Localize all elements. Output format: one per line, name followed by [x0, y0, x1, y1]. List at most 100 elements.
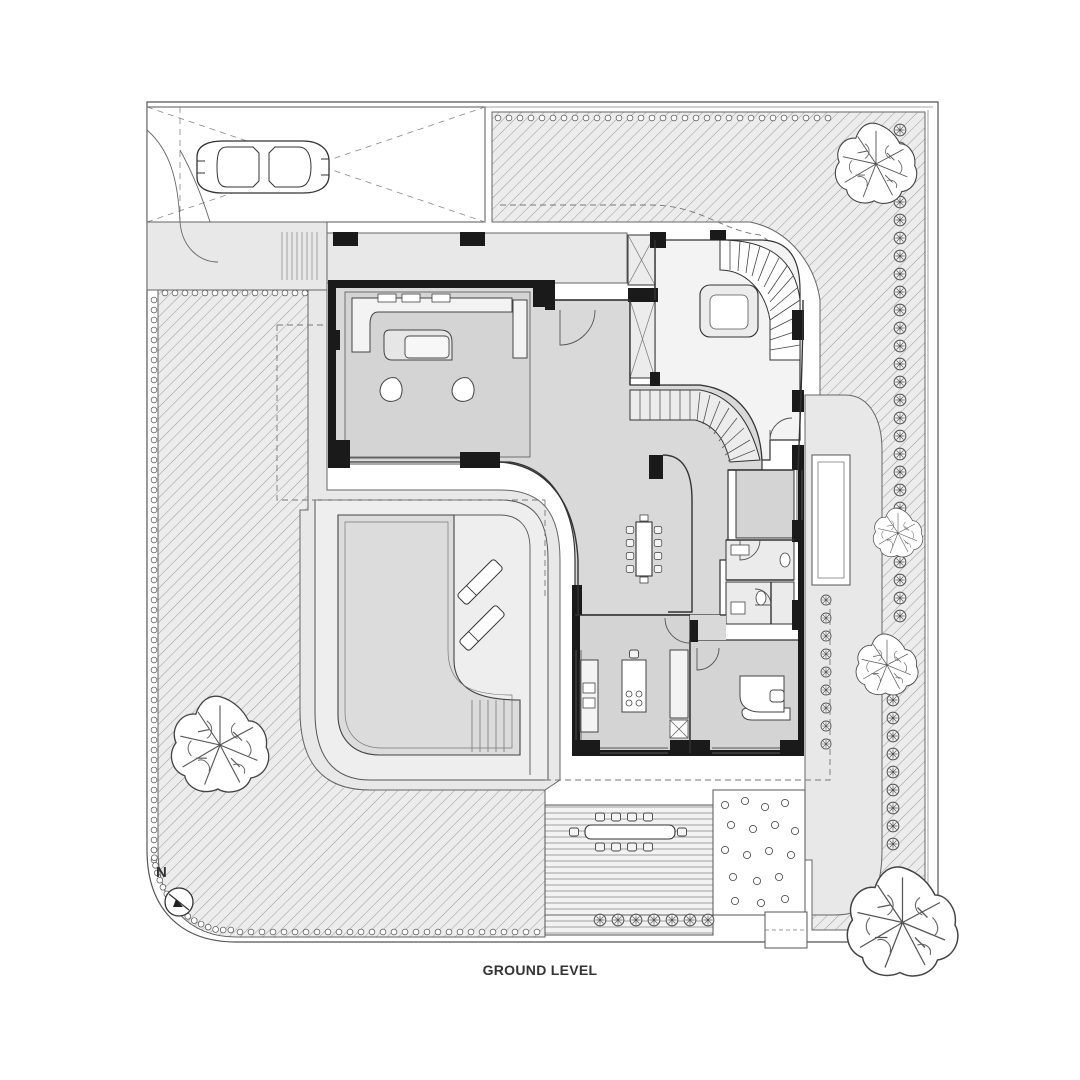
furniture	[351, 293, 791, 739]
hedge-pebble	[150, 596, 158, 604]
hedge-pebble	[522, 928, 530, 936]
shrub-icon	[893, 231, 907, 245]
hedge-pebble	[150, 336, 158, 344]
shrub-icon	[893, 249, 907, 263]
bathroom-fixtures	[730, 544, 791, 615]
north-label: N	[156, 864, 167, 881]
study-desk	[739, 675, 791, 721]
shrub-icon	[893, 465, 907, 479]
shrub-icon	[820, 720, 832, 732]
hedge-pebble	[681, 114, 689, 122]
hedge-pebble	[527, 114, 535, 122]
partitions	[499, 240, 804, 753]
staircase	[629, 239, 801, 463]
hedge-pebble	[456, 928, 464, 936]
shrub-icon	[886, 729, 900, 743]
hedge-pebble	[204, 923, 212, 931]
hedge-pebble	[150, 306, 158, 314]
hedge-pebble	[150, 706, 158, 714]
hedge-pebble	[150, 436, 158, 444]
hedge-pebble	[511, 928, 519, 936]
hedge-pebble	[261, 289, 269, 297]
hedge-pebble	[357, 928, 365, 936]
shrub-icon	[629, 913, 643, 927]
hedge-pebble	[281, 289, 289, 297]
shrub-icon	[886, 783, 900, 797]
hedge-pebble	[201, 289, 209, 297]
shrub-icon	[647, 913, 661, 927]
hedge-pebble	[516, 114, 524, 122]
hedge-pebble	[150, 786, 158, 794]
shrub-icon	[886, 801, 900, 815]
hedge-pebble	[379, 928, 387, 936]
shrub-icon	[820, 666, 832, 678]
shrub-icon	[893, 339, 907, 353]
hedge-pebble	[150, 426, 158, 434]
hedge-pebble	[150, 586, 158, 594]
hedge-pebble	[219, 926, 227, 934]
hedge-pebble	[445, 928, 453, 936]
shrub-icon	[820, 594, 832, 606]
hedge-pebble	[500, 928, 508, 936]
hedge-pebble	[150, 346, 158, 354]
hedge-pebble	[489, 928, 497, 936]
carport	[146, 106, 486, 223]
hedge-pebble	[150, 496, 158, 504]
outdoor-terrace	[544, 789, 806, 936]
hedge-pebble	[247, 928, 255, 936]
hedge-pebble	[150, 756, 158, 764]
hedge-pebble	[368, 928, 376, 936]
shrub-icon	[893, 375, 907, 389]
hedge-pebble	[813, 114, 821, 122]
sun-lounger	[459, 605, 505, 651]
shrub-icon	[893, 123, 907, 137]
shrub-icon	[701, 913, 715, 927]
shrub-icon	[893, 609, 907, 623]
shrub-icon	[886, 765, 900, 779]
hedge-pebble	[747, 114, 755, 122]
hedge-pebble	[692, 114, 700, 122]
hedge-pebble	[150, 716, 158, 724]
hedge-pebble	[434, 928, 442, 936]
hedge-pebble	[150, 566, 158, 574]
shrub-icon	[593, 913, 607, 927]
hedge-pebble	[211, 289, 219, 297]
hedge-pebble	[150, 696, 158, 704]
shrub-icon	[893, 321, 907, 335]
hedge-pebble	[150, 846, 158, 854]
shrub-icon	[820, 702, 832, 714]
hedge-pebble	[736, 114, 744, 122]
hedge-pebble	[191, 289, 199, 297]
shrub-icon	[820, 648, 832, 660]
hedge-pebble	[390, 928, 398, 936]
hedge-pebble	[150, 796, 158, 804]
hedge-pebble	[659, 114, 667, 122]
north-arrow-icon	[164, 887, 194, 917]
hedge-pebble	[181, 289, 189, 297]
hedge-pebble	[271, 289, 279, 297]
hedge-pebble	[150, 366, 158, 374]
hedge-pebble	[269, 928, 277, 936]
car-icon	[196, 140, 330, 194]
hedge-pebble	[150, 666, 158, 674]
hedge-pebble	[150, 466, 158, 474]
shrub-icon	[893, 447, 907, 461]
hedge-pebble	[150, 316, 158, 324]
shrub-icon	[893, 483, 907, 497]
shrub-icon	[893, 285, 907, 299]
shrub-icon	[683, 913, 697, 927]
hedge-pebble	[324, 928, 332, 936]
hedge-pebble	[302, 928, 310, 936]
shrub-icon	[893, 303, 907, 317]
hedge-pebble	[150, 806, 158, 814]
hedge-pebble	[251, 289, 259, 297]
hedge-pebble	[236, 928, 244, 936]
hedge-pebble	[258, 928, 266, 936]
hedge-pebble	[150, 296, 158, 304]
hedge-pebble	[150, 516, 158, 524]
hedge-pebble	[291, 289, 299, 297]
hedge-pebble	[150, 826, 158, 834]
hedge-pebble	[549, 114, 557, 122]
hedge-pebble	[780, 114, 788, 122]
hedge-pebble	[150, 636, 158, 644]
